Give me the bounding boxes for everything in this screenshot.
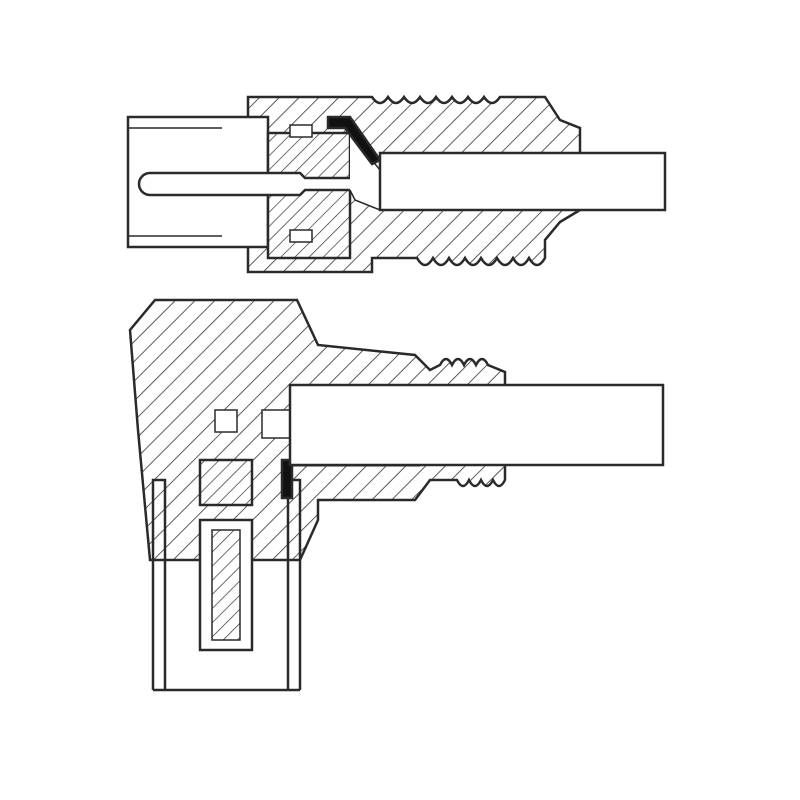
cable: [288, 383, 665, 467]
socket-shell: [151, 478, 302, 692]
straight-connector: [126, 94, 667, 274]
contact-block: [198, 458, 254, 507]
seal: [280, 458, 294, 500]
angled-connector: [128, 298, 665, 692]
cable: [378, 151, 667, 212]
seal: [326, 115, 382, 166]
